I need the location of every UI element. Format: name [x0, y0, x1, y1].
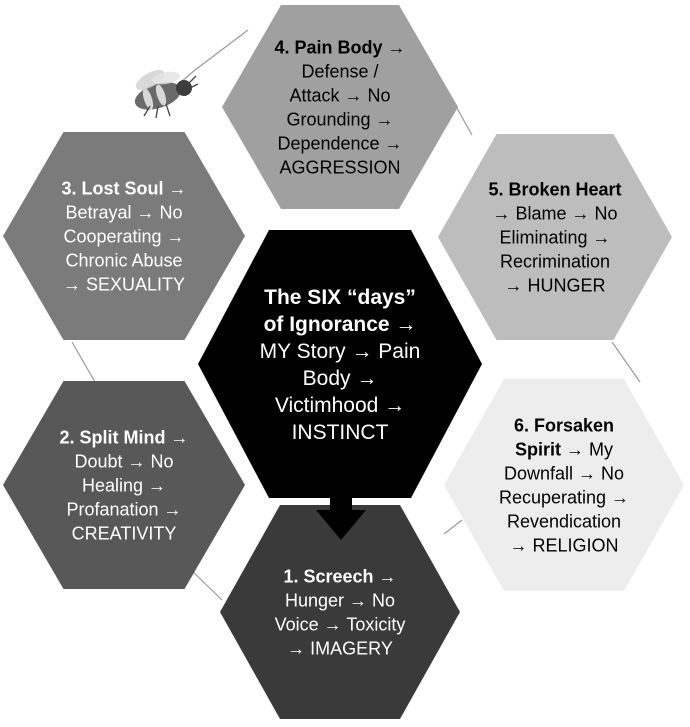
forsaken-spirit-line-rest-part: → My — [561, 439, 613, 459]
hexagon-shape-lost-soul — [3, 132, 245, 340]
lost-soul-line-5: → SEXUALITY — [63, 274, 185, 294]
hexagon-shape-center — [198, 230, 482, 498]
lost-soul-line-1: 3. Lost Soul → — [61, 178, 186, 198]
forsaken-spirit-line-5: Revendication — [507, 511, 621, 531]
connector-line — [443, 519, 463, 535]
lost-soul-line-2: Betrayal → No — [65, 202, 182, 222]
center-line-1: The SIX “days” — [264, 286, 416, 309]
center-line-4: Body → — [303, 367, 378, 390]
connector-line — [194, 29, 249, 71]
connector-line — [71, 341, 96, 383]
forsaken-spirit-line-2: Spirit → My — [515, 439, 613, 459]
bee-leg — [155, 105, 159, 119]
broken-heart-line-4: Recrimination — [500, 251, 610, 271]
screech-line-3: Voice → Toxicity — [275, 614, 406, 634]
lost-soul-line-3: Cooperating → — [63, 226, 184, 246]
center-line-3: MY Story → Pain — [260, 340, 421, 363]
lost-soul-line-4: Chronic Abuse — [65, 250, 182, 270]
hexagon-screech: 1. Screech → Hunger → No Voice → Toxicity →… — [220, 505, 460, 719]
hexagon-shape-screech — [220, 505, 460, 719]
hexagon-lost-soul: 3. Lost Soul → Betrayal → No Cooperating →… — [3, 132, 245, 340]
broken-heart-line-3: Eliminating → — [499, 227, 610, 247]
forsaken-spirit-line-6: → RELIGION — [509, 535, 618, 555]
bee-part — [152, 71, 180, 85]
hexagon-pain-body: 4. Pain Body → Defense / Attack → No Ground… — [222, 5, 458, 209]
screech-line-4: → IMAGERY — [287, 638, 393, 658]
bee-part — [155, 84, 167, 106]
connector-line — [611, 341, 641, 383]
split-mind-line-2: Doubt → No — [74, 451, 173, 471]
bee-leg — [189, 83, 199, 89]
center-line-6: INSTINCT — [292, 421, 389, 444]
pain-body-line-4: Grounding → — [286, 109, 393, 129]
hexagon-shape-forsaken-spirit — [444, 379, 684, 591]
split-mind-line-5: CREATIVITY — [72, 523, 177, 543]
forsaken-spirit-line-3: Downfall → No — [504, 463, 624, 483]
hexagon-broken-heart: 5. Broken Heart → Blame → No Eliminating →… — [438, 134, 672, 340]
center-line-2: of Ignorance → — [264, 313, 417, 336]
hexagon-group: 1. Screech → Hunger → No Voice → Toxicity →… — [3, 5, 684, 719]
screech-line-2: Hunger → No — [285, 590, 395, 610]
pain-body-line-6: AGGRESSION — [279, 157, 400, 177]
pain-body-line-5: Dependence → — [277, 133, 402, 153]
forsaken-spirit-line-bold-part: Spirit — [515, 439, 561, 459]
hexagon-split-mind: 2. Split Mind → Doubt → No Healing → Profan… — [3, 381, 245, 589]
down-arrow-shape — [316, 470, 366, 540]
broken-heart-line-5: → HUNGER — [504, 275, 605, 295]
bee-leg — [165, 103, 171, 117]
hexagon-shape-pain-body — [222, 5, 458, 209]
split-mind-line-4: Profanation → — [66, 499, 181, 519]
hexagon-center: The SIX “days” of Ignorance → MY Story → P… — [198, 230, 482, 498]
bee-part — [142, 88, 154, 110]
pain-body-line-3: Attack → No — [289, 85, 390, 105]
bee-leg — [187, 75, 197, 85]
hexagon-shape-broken-heart — [438, 134, 672, 340]
broken-heart-line-1: 5. Broken Heart — [488, 179, 621, 199]
bee-leg — [143, 105, 151, 117]
forsaken-spirit-line-4: Recuperating → — [499, 487, 629, 507]
forsaken-spirit-line-1: 6. Forsaken — [514, 415, 614, 435]
split-mind-line-1: 2. Split Mind → — [60, 427, 189, 447]
down-arrow — [316, 470, 366, 540]
center-line-5: Victimhood → — [275, 394, 405, 417]
split-mind-line-3: Healing → — [82, 475, 166, 495]
pain-body-line-2: Defense / — [301, 61, 378, 81]
pain-body-line-1: 4. Pain Body → — [274, 37, 405, 57]
broken-heart-line-2: → Blame → No — [492, 203, 617, 223]
bee-icon — [134, 69, 199, 119]
hexagon-shape-split-mind — [3, 381, 245, 589]
screech-line-1: 1. Screech → — [283, 566, 396, 586]
